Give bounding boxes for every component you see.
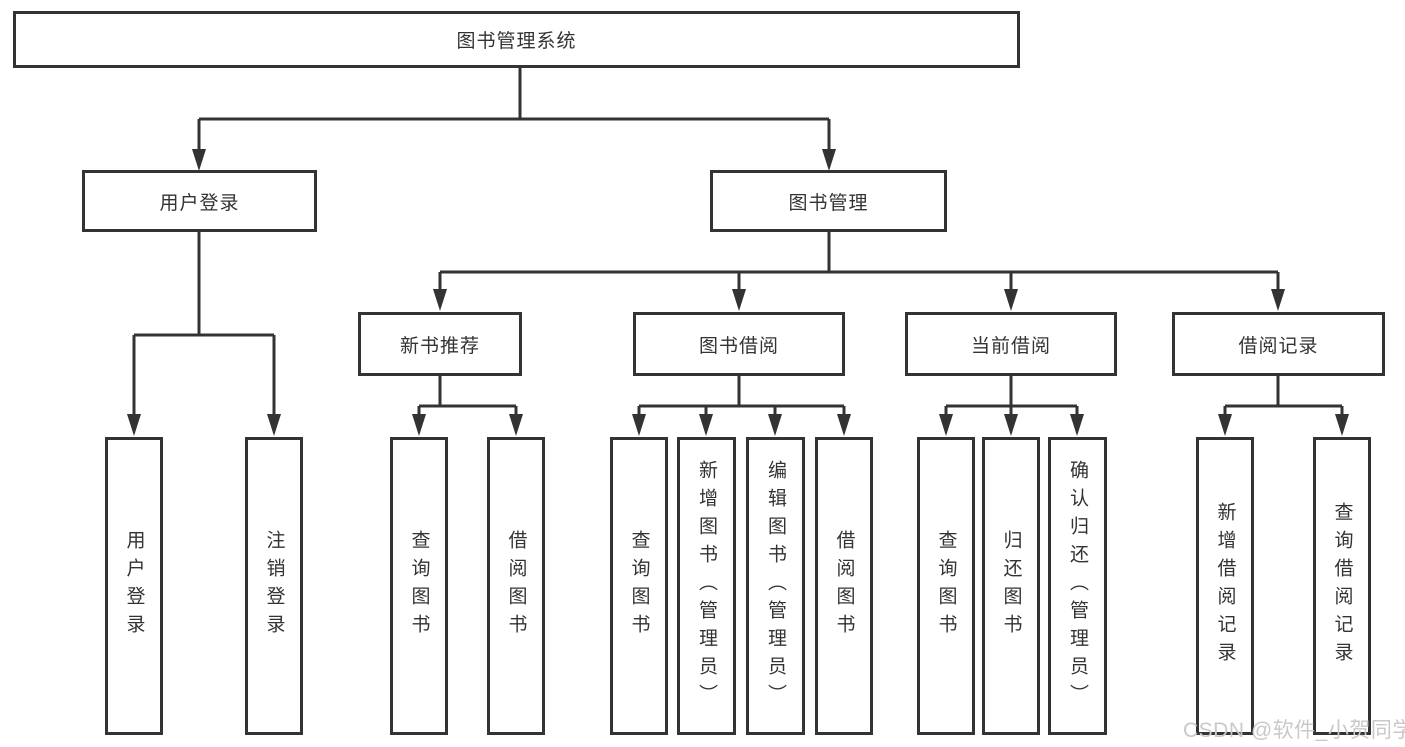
arrowhead-icon	[412, 414, 426, 436]
connector-line	[944, 376, 1079, 414]
arrowhead-icon	[768, 414, 782, 436]
leaf-node-confirm-return-admin: 确认归还（管理员）	[1048, 437, 1107, 735]
arrowhead-icon	[433, 289, 447, 311]
arrowhead-icon	[1004, 289, 1018, 311]
arrowhead-icon	[267, 414, 281, 436]
connector-line	[197, 68, 831, 149]
connector-line	[438, 232, 1280, 289]
leaf-node-user-login: 用户登录	[105, 437, 163, 735]
leaf-node-return-books: 归还图书	[982, 437, 1040, 735]
leaf-node-add-books-admin: 新增图书（管理员）	[677, 437, 736, 735]
node-new-book-recommendation: 新书推荐	[358, 312, 522, 376]
arrowhead-icon	[127, 414, 141, 436]
node-borrowing-records: 借阅记录	[1172, 312, 1385, 376]
arrowhead-icon	[699, 414, 713, 436]
arrowhead-icon	[192, 149, 206, 171]
leaf-node-add-borrow-record: 新增借阅记录	[1196, 437, 1254, 735]
arrowhead-icon	[632, 414, 646, 436]
arrowhead-icon	[837, 414, 851, 436]
leaf-node-borrow-books: 借阅图书	[487, 437, 545, 735]
node-user-login: 用户登录	[82, 170, 317, 232]
arrowhead-icon	[1218, 414, 1232, 436]
leaf-node-borrow-books: 借阅图书	[815, 437, 873, 735]
arrowhead-icon	[509, 414, 523, 436]
arrowhead-icon	[822, 149, 836, 171]
node-book-management: 图书管理	[710, 170, 947, 232]
leaf-node-query-books: 查询图书	[610, 437, 668, 735]
arrowhead-icon	[1070, 414, 1084, 436]
leaf-node-edit-books-admin: 编辑图书（管理员）	[746, 437, 805, 735]
connector-line	[417, 376, 518, 414]
arrowhead-icon	[1004, 414, 1018, 436]
node-book-borrowing: 图书借阅	[633, 312, 845, 376]
leaf-node-query-books: 查询图书	[390, 437, 448, 735]
arrowhead-icon	[1271, 289, 1285, 311]
connector-line	[1223, 376, 1344, 414]
connector-line	[637, 376, 846, 414]
leaf-node-logout: 注销登录	[245, 437, 303, 735]
arrowhead-icon	[732, 289, 746, 311]
leaf-node-query-books: 查询图书	[917, 437, 975, 735]
arrowhead-icon	[1335, 414, 1349, 436]
leaf-node-query-borrow-record: 查询借阅记录	[1313, 437, 1371, 735]
connector-line	[132, 232, 276, 414]
node-current-borrowing: 当前借阅	[905, 312, 1117, 376]
arrowhead-icon	[939, 414, 953, 436]
node-library-management-system: 图书管理系统	[13, 11, 1020, 68]
watermark: CSDN @软件_小贺同学	[1183, 719, 1405, 742]
